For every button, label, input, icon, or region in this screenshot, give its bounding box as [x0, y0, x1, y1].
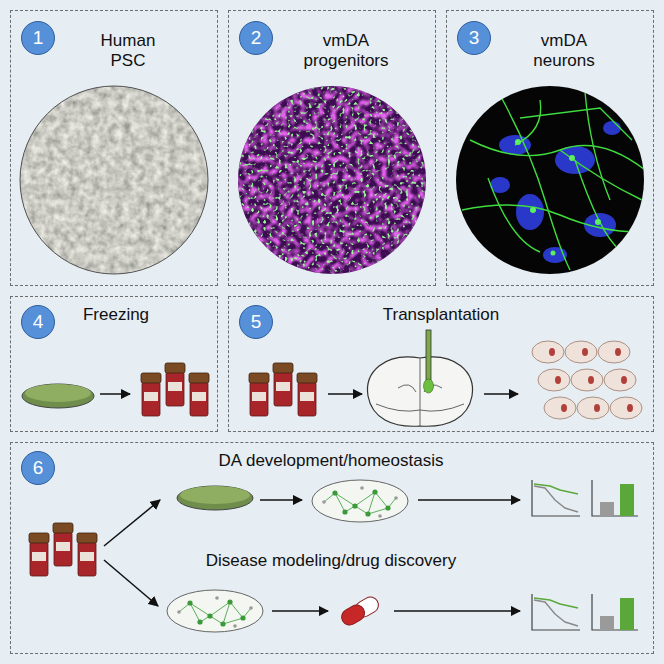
- arrow: [394, 610, 520, 612]
- injection-needle: [426, 330, 431, 380]
- vial: [189, 373, 209, 416]
- vial: [165, 363, 185, 406]
- progenitor-nuclei: [238, 86, 426, 274]
- arrow: [484, 393, 518, 395]
- neuron-culture: [167, 590, 263, 632]
- brain-section: [368, 357, 473, 426]
- arrow: [418, 499, 520, 501]
- arrow: [100, 393, 130, 395]
- panel-title: Freezing: [83, 305, 149, 325]
- vial: [53, 523, 73, 566]
- step-number-circle: 1: [21, 21, 55, 55]
- title-slot: Freezing: [61, 305, 171, 325]
- dish-cells: [180, 486, 250, 504]
- panel-title: vmDA progenitors: [291, 31, 401, 71]
- step-panel: Freezing 4: [10, 296, 218, 432]
- callout-number: 4: [33, 312, 44, 332]
- result-charts: [532, 480, 638, 516]
- callout-number: 2: [251, 28, 262, 48]
- step-number-circle: 4: [21, 305, 55, 339]
- title-slot: Human PSC: [68, 31, 188, 71]
- vial: [273, 363, 293, 406]
- micrograph-base: [456, 86, 644, 274]
- neuron-micrograph: [462, 92, 645, 270]
- title-slot: DA development/homeostasis: [121, 451, 541, 471]
- arrow: [328, 393, 362, 395]
- step-panel: vmDA neurons 3: [446, 10, 654, 286]
- step-number-circle: 3: [457, 21, 491, 55]
- callout-number: 5: [251, 312, 262, 332]
- panel-title: Human PSC: [93, 31, 163, 71]
- step-number-circle: 6: [21, 451, 55, 485]
- culture-dish: [177, 486, 253, 510]
- brain-slices: [532, 341, 642, 419]
- step-number-circle: 2: [239, 21, 273, 55]
- nuclei-clusters: [490, 121, 621, 263]
- vial: [29, 533, 49, 576]
- arrow: [104, 500, 160, 546]
- neuron-culture: [312, 480, 408, 522]
- panel-title: Transplantation: [383, 305, 500, 325]
- brain-structures: [376, 358, 464, 426]
- dish-cells: [25, 384, 91, 402]
- arrow: [104, 560, 158, 606]
- graft: [424, 379, 434, 393]
- arrow: [272, 610, 328, 612]
- vial: [141, 373, 161, 416]
- title-slot: vmDA progenitors: [286, 31, 406, 71]
- step-panel: vmDA progenitors 2: [228, 10, 436, 286]
- title-slot: Disease modeling/drug discovery: [121, 551, 541, 571]
- neurites: [462, 92, 645, 270]
- micrograph-base: [238, 86, 426, 274]
- vial: [249, 373, 269, 416]
- step-panel: Human PSC 1: [10, 10, 218, 286]
- callout-number: 6: [33, 458, 44, 478]
- neuron-bodies: [515, 139, 601, 256]
- panel-title: DA development/homeostasis: [219, 451, 444, 471]
- progenitor-stain: [238, 86, 426, 274]
- callout-number: 3: [469, 28, 480, 48]
- panel-title: vmDA neurons: [517, 31, 612, 71]
- result-charts: [532, 594, 638, 630]
- step-panel: DA development/homeostasisDisease modeli…: [10, 442, 654, 654]
- panel-title: Disease modeling/drug discovery: [206, 551, 456, 571]
- step-panel: Transplantation 5: [228, 296, 654, 432]
- vial: [297, 373, 317, 416]
- micrograph-base: [20, 86, 208, 274]
- title-slot: vmDA neurons: [504, 31, 624, 71]
- arrow: [260, 499, 302, 501]
- psc-micrograph: [20, 86, 208, 274]
- culture-dish: [22, 384, 94, 408]
- micrograph-rim: [20, 86, 208, 274]
- step-number-circle: 5: [239, 305, 273, 339]
- vial: [77, 533, 97, 576]
- drug-pill: [339, 594, 382, 628]
- callout-number: 1: [33, 28, 44, 48]
- title-slot: Transplantation: [341, 305, 541, 325]
